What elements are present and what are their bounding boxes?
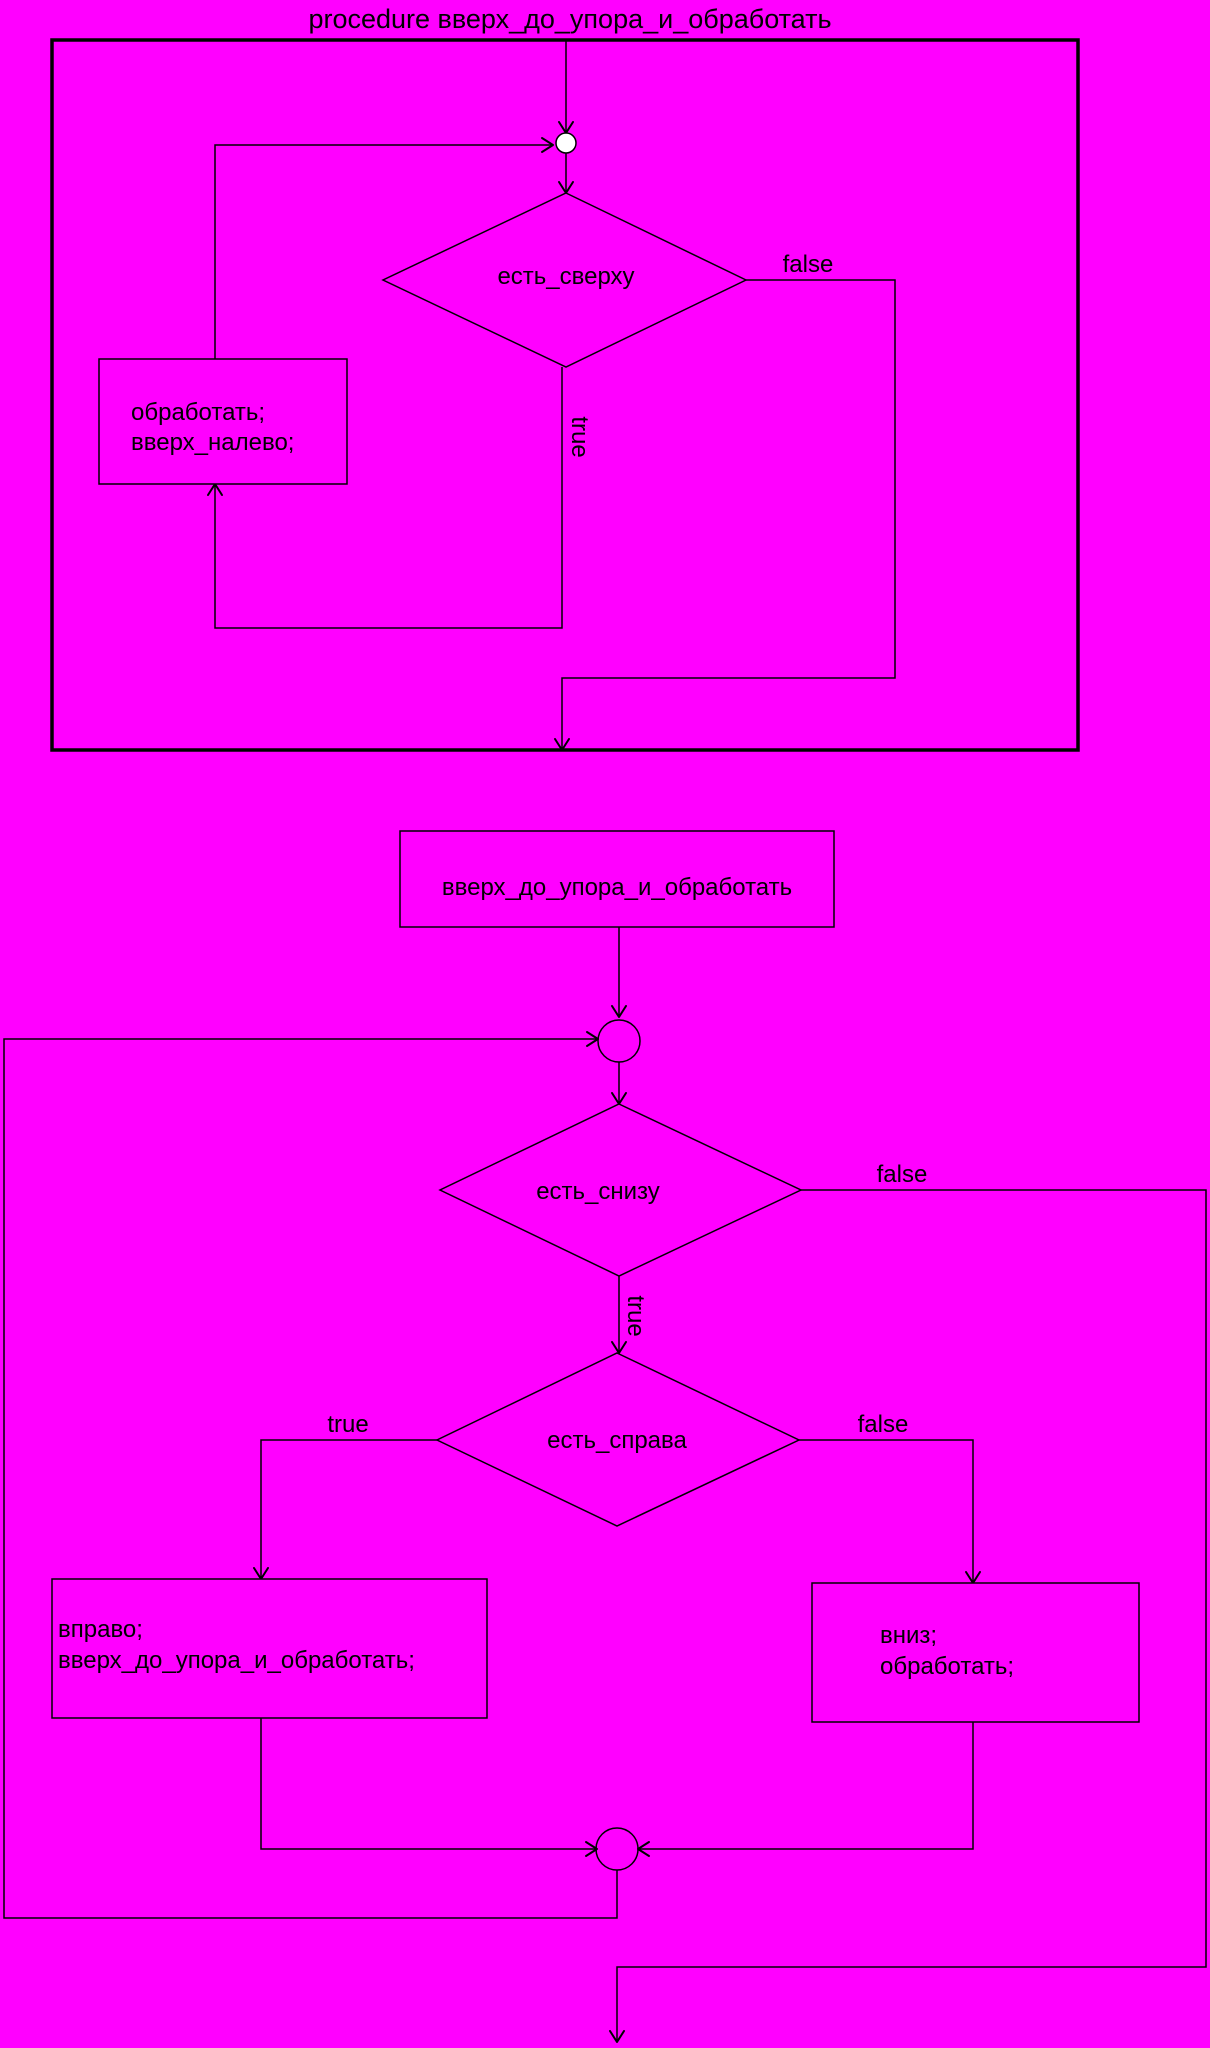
body-line-1: обработать; xyxy=(131,399,265,426)
branch-condition-arrowhead xyxy=(611,1341,627,1354)
left-merge-arrowhead xyxy=(585,1841,598,1857)
loop-false-label: false xyxy=(877,1161,928,1188)
loop-back-arrowhead xyxy=(541,137,554,153)
left-block-line-2: вверх_до_упора_и_обработать; xyxy=(58,1647,415,1674)
final-exit-arrowhead xyxy=(609,2030,625,2043)
body-line-2: вверх_налево; xyxy=(131,429,294,456)
right-block-line-2: обработать; xyxy=(880,1653,1014,1680)
false-label: false xyxy=(783,251,834,278)
condition-label-est-snizu: есть_снизу xyxy=(536,1178,660,1205)
left-block-line-1: вправо; xyxy=(58,1616,143,1643)
branch-true-label: true xyxy=(327,1411,368,1438)
loop-false-connector xyxy=(616,1189,1207,2042)
branch-true-connector xyxy=(260,1439,437,1579)
right-to-merge-connector xyxy=(638,1722,974,1850)
procedure-frame xyxy=(50,38,1080,752)
branch-merge-point xyxy=(595,1827,639,1871)
left-to-merge-connector xyxy=(260,1718,597,1850)
branch-false-connector xyxy=(799,1439,974,1583)
outer-loop-back-connector xyxy=(3,1038,618,1919)
true-branch-connector xyxy=(214,367,563,629)
process-block-down-move xyxy=(811,1582,1140,1723)
procedure-title: procedure вверх_до_упора_и_обработать xyxy=(308,4,831,34)
false-branch-connector xyxy=(561,279,896,750)
loop-back-connector xyxy=(214,144,553,359)
procedure-merge-point xyxy=(555,132,577,154)
process-block-call xyxy=(399,830,835,928)
condition-diamond-est-sverkhu xyxy=(381,192,748,368)
merge-arrowhead xyxy=(611,1005,627,1018)
process-block-right-move xyxy=(51,1578,488,1719)
outer-loop-arrowhead xyxy=(586,1031,599,1047)
condition-label-est-sverkhu: есть_сверху xyxy=(497,263,634,290)
loop-true-label: true xyxy=(622,1295,649,1336)
condition-diamond-est-sprava xyxy=(435,1352,801,1527)
right-block-line-1: вниз; xyxy=(880,1622,937,1649)
process-block-body xyxy=(98,358,348,485)
exit-arrowhead xyxy=(554,738,570,751)
main-merge-point xyxy=(597,1019,641,1063)
branch-false-label: false xyxy=(858,1411,909,1438)
call-block-label: вверх_до_упора_и_обработать xyxy=(442,874,792,901)
true-label: true xyxy=(566,416,593,457)
condition-label-est-sprava: есть_справа xyxy=(547,1427,687,1454)
